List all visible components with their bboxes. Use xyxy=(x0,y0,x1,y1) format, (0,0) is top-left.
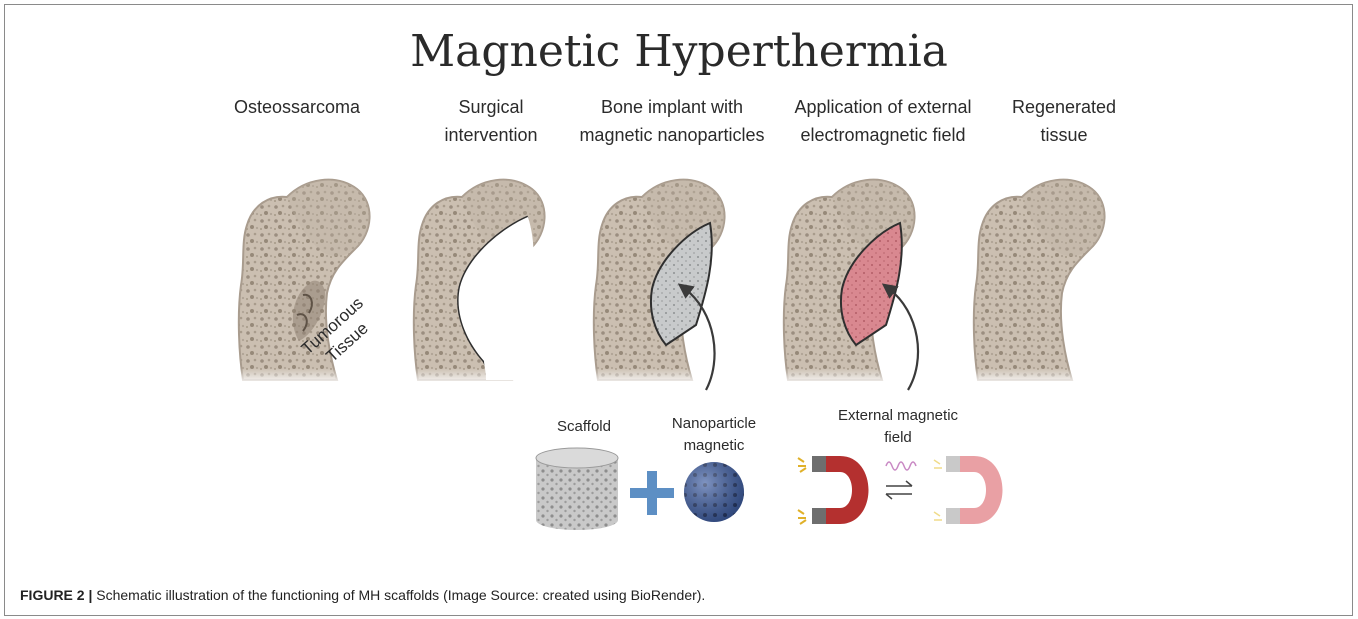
magnetic-hyperthermia-figure: Magnetic Hyperthermia Osteossarcoma Surg… xyxy=(0,0,1358,580)
scaffold-label: Scaffold xyxy=(557,418,611,435)
caption-text: Schematic illustration of the functionin… xyxy=(92,587,705,603)
nanoparticle-label-line1: Nanoparticle xyxy=(672,415,756,432)
nanoparticle-label-line2: magnetic xyxy=(684,437,745,454)
bone-magnetized-implant xyxy=(780,180,920,385)
step-header-osteosarcoma: Osteossarcoma xyxy=(234,97,361,117)
scaffold-icon xyxy=(536,448,618,530)
magnet-red-icon xyxy=(812,456,869,524)
step-5-label-line2: tissue xyxy=(1040,125,1087,145)
step-2-label-line2: intervention xyxy=(444,125,537,145)
field-label-line1: External magnetic xyxy=(838,407,959,424)
step-2-label-line1: Surgical xyxy=(458,97,523,117)
step-3-label-line1: Bone implant with xyxy=(601,97,743,117)
step-header-external-field: Application of external electromagnetic … xyxy=(794,97,971,145)
plus-icon xyxy=(630,471,674,515)
nanoparticle-icon xyxy=(684,462,744,522)
bone-regenerated xyxy=(970,180,1110,385)
spark-icon xyxy=(798,458,806,524)
exchange-arrows-icon xyxy=(886,481,912,499)
figure-caption: FIGURE 2 | Schematic illustration of the… xyxy=(20,587,705,603)
step-header-bone-implant: Bone implant with magnetic nanoparticles xyxy=(579,97,764,145)
bone-surgical-intervention xyxy=(410,180,550,385)
field-label-line2: field xyxy=(884,429,912,446)
step-4-label-line2: electromagnetic field xyxy=(800,125,965,145)
step-3-label-line2: magnetic nanoparticles xyxy=(579,125,764,145)
step-5-label-line1: Regenerated xyxy=(1012,97,1116,117)
step-1-label: Osteossarcoma xyxy=(234,97,361,117)
step-header-surgical-intervention: Surgical intervention xyxy=(444,97,537,145)
wave-icon xyxy=(886,462,916,470)
bone-osteosarcoma xyxy=(235,180,375,385)
step-4-label-line1: Application of external xyxy=(794,97,971,117)
bone-implant xyxy=(590,180,730,385)
caption-label: FIGURE 2 | xyxy=(20,587,92,603)
figure-title: Magnetic Hyperthermia xyxy=(410,26,948,77)
step-header-regenerated-tissue: Regenerated tissue xyxy=(1012,97,1116,145)
magnet-pink-icon xyxy=(946,456,1003,524)
spark-faint-icon xyxy=(934,460,942,520)
